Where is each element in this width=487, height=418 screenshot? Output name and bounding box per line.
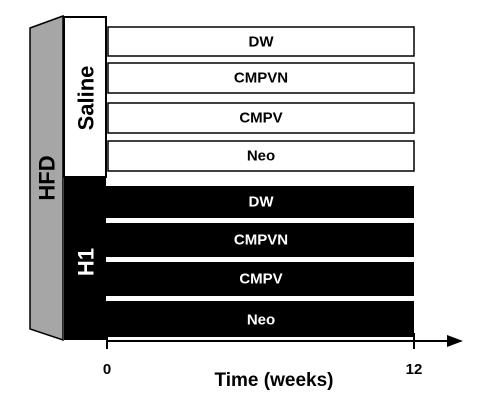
saline-neo-label: Neo xyxy=(247,148,275,165)
h1-cmpvn-bar xyxy=(106,223,414,257)
h1-cmpv-label: CMPV xyxy=(239,271,282,288)
saline-group-header xyxy=(63,16,107,178)
h1-neo-label: Neo xyxy=(247,312,275,329)
h1-cmpvn-label: CMPVN xyxy=(234,232,288,249)
saline-cmpvn-label: CMPVN xyxy=(234,70,288,87)
saline-dw-label: DW xyxy=(249,34,275,51)
h1-group-header xyxy=(64,178,106,340)
saline-neo-bar xyxy=(107,140,415,172)
saline-group-label: Saline xyxy=(74,66,99,131)
saline-cmpvn-bar xyxy=(107,62,415,94)
h1-dw-bar xyxy=(106,186,414,218)
h1-dw-label: DW xyxy=(249,194,275,211)
hfd-label: HFD xyxy=(35,155,60,200)
time-axis-end-label: 12 xyxy=(406,361,423,378)
saline-cmpv-bar xyxy=(107,102,415,134)
time-axis-start-label: 0 xyxy=(103,361,111,378)
time-axis-title: Time (weeks) xyxy=(215,370,334,391)
saline-cmpv-label: CMPV xyxy=(239,110,282,127)
h1-neo-bar xyxy=(106,301,414,337)
time-axis-arrowhead xyxy=(447,335,463,347)
hfd-diet-block xyxy=(29,14,64,342)
h1-cmpv-bar xyxy=(106,262,414,296)
h1-group-label: H1 xyxy=(74,248,99,276)
saline-dw-bar xyxy=(107,26,415,57)
